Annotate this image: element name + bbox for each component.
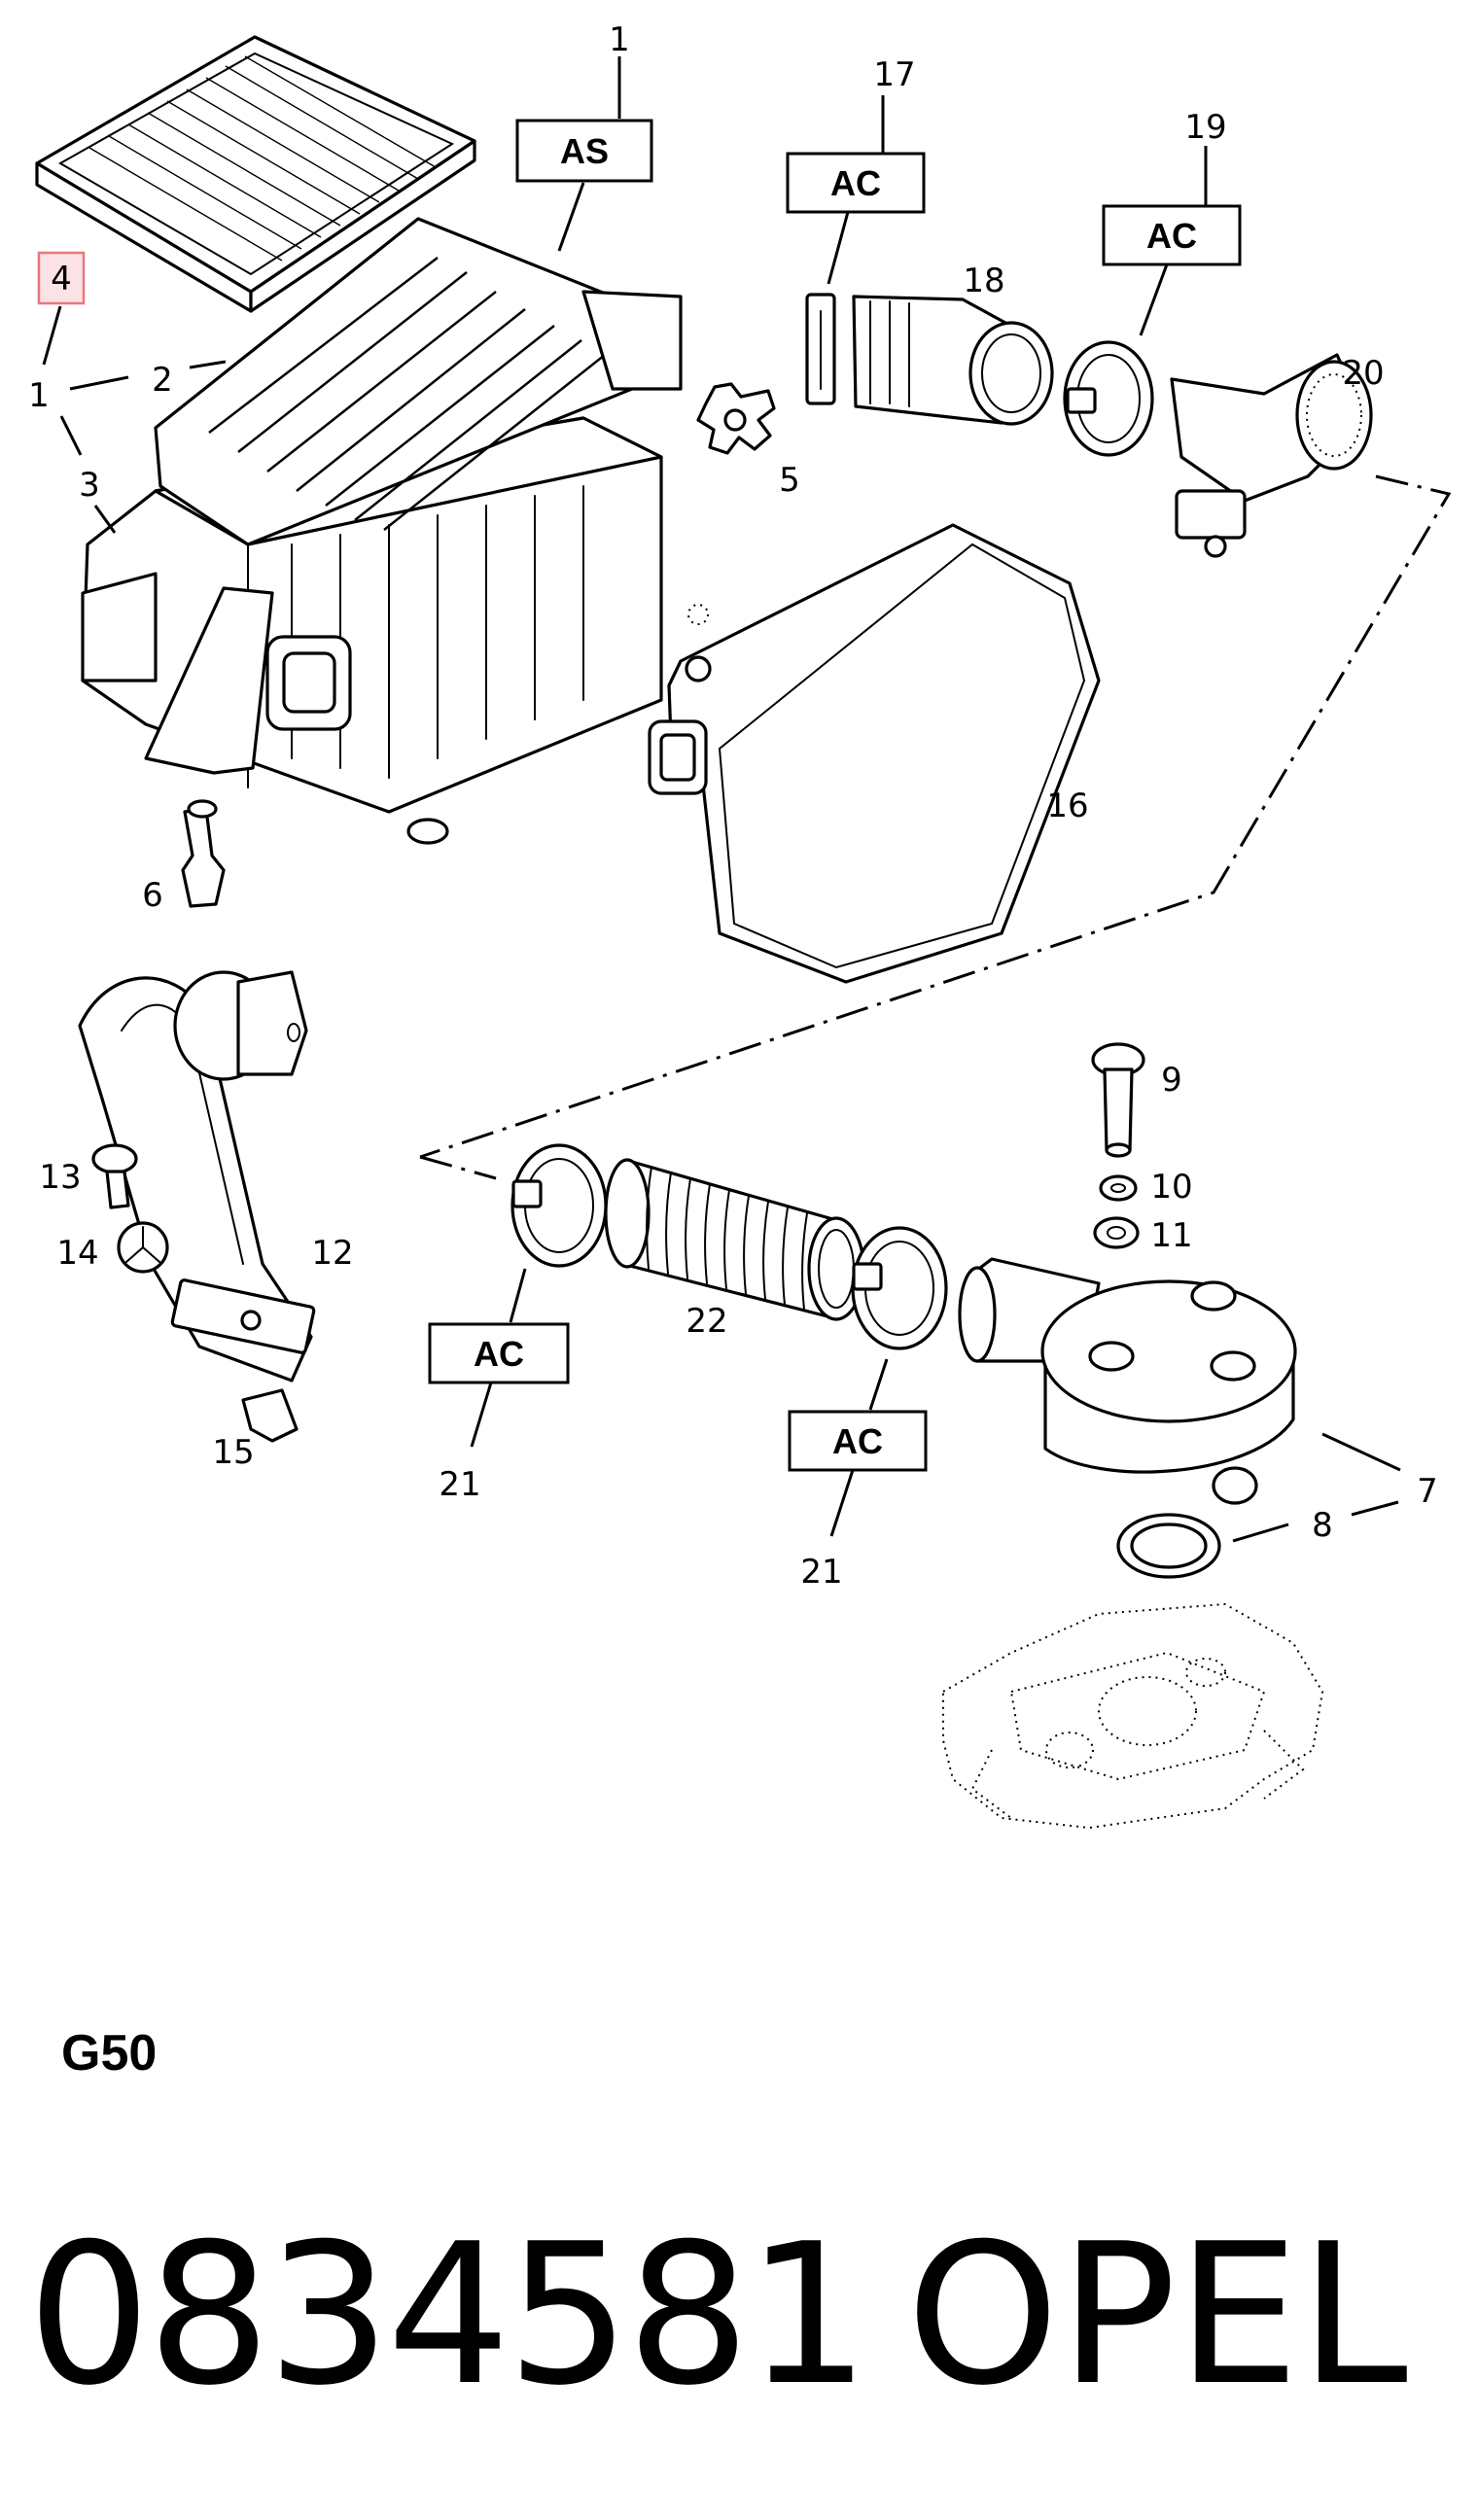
callout-17: 17 [873,55,915,94]
clip-nut [241,1388,299,1443]
callout-19: 19 [1184,108,1226,147]
svg-text:AS: AS [560,131,609,171]
callout-11: 11 [1150,1216,1192,1255]
callout-5: 5 [779,461,800,500]
hose-clamp-21-right [851,1226,948,1350]
corrugated-hose [604,1158,865,1321]
part-number: 0834581 [27,2202,870,2429]
callout-1-top: 1 [609,20,630,59]
callout-numbers: 1 1 2 3 5 6 7 8 9 10 11 12 13 14 15 16 1… [28,20,1438,1592]
svg-text:AC: AC [830,163,881,203]
callout-7: 7 [1417,1472,1438,1511]
star-washer [117,1221,169,1274]
callout-10: 10 [1150,1168,1192,1207]
callout-2: 2 [152,361,173,400]
hose-strap [805,293,836,405]
bolt [1091,1042,1145,1158]
washer [1099,1174,1138,1202]
highlight-callout-4[interactable]: 4 [37,251,86,305]
push-fastener [91,1143,138,1209]
brand-name: OPEL [906,2202,1408,2429]
rubber-bushing [1093,1216,1140,1249]
ac-box-19: AC [1102,204,1242,266]
callout-1-left: 1 [28,376,50,415]
air-box [958,1257,1297,1505]
grommet [696,382,776,455]
leader-lines [42,56,1401,1543]
svg-text:AC: AC [474,1334,524,1374]
svg-text:AC: AC [832,1421,883,1461]
callout-21-left: 21 [439,1465,480,1504]
callout-22: 22 [686,1302,727,1341]
ac-box-17: AC [786,152,926,214]
exploded-parts-diagram: AS AC AC AC AC 4 1 1 2 3 5 6 7 8 9 10 11… [28,20,1452,1830]
routing-line-lower [419,1155,497,1180]
callout-12: 12 [311,1234,353,1273]
as-box: AS [515,119,653,183]
air-cleaner-housing [81,217,683,845]
ac-box-21-left: AC [428,1322,570,1384]
resonator-box [648,523,1101,984]
callout-15: 15 [212,1433,254,1472]
hose-clamp-21-left [510,1143,608,1268]
ac-box-21-right: AC [788,1410,928,1472]
callout-18: 18 [963,262,1004,300]
callout-6: 6 [142,876,163,915]
air-mass-meter [1170,353,1373,558]
callout-8: 8 [1312,1506,1333,1545]
throttle-body-ghost [942,1602,1324,1830]
seal-ring [1116,1513,1221,1579]
callout-3: 3 [79,466,100,505]
callout-9: 9 [1161,1061,1182,1100]
callout-20: 20 [1342,354,1384,393]
air-filter-element [35,35,476,313]
drain-valve [181,799,226,908]
hose-clamp-19 [1063,340,1154,457]
intake-pipe [78,970,316,1382]
section-code: G50 [61,2025,158,2082]
routing-line-upper [419,474,1452,1159]
callout-14: 14 [56,1234,98,1273]
svg-text:AC: AC [1146,216,1197,256]
intake-bellows [852,295,1054,426]
svg-text:4: 4 [51,260,72,298]
callout-16: 16 [1046,787,1088,825]
callout-21-right: 21 [800,1553,842,1592]
callout-13: 13 [39,1158,81,1197]
